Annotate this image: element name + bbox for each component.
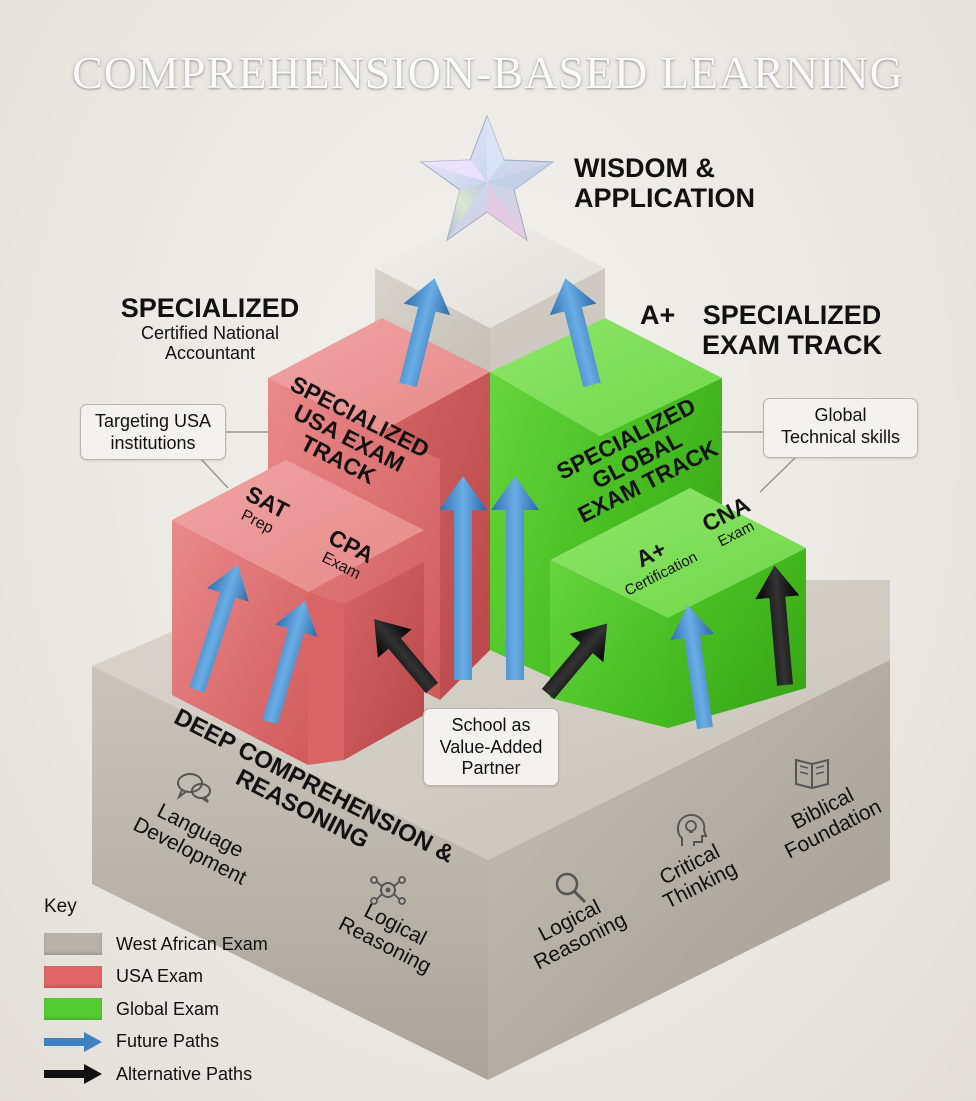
blue-arrow — [439, 476, 487, 680]
wisdom-label: WISDOM & APPLICATION — [574, 153, 755, 214]
legend-swatch-usa — [44, 965, 102, 988]
star-icon — [419, 114, 555, 242]
legend-swatch-global — [44, 998, 102, 1021]
blue-arrow — [549, 278, 601, 388]
future-path-arrows — [189, 278, 714, 730]
red-lower-front2 — [308, 592, 344, 765]
legend-item: West African Exam — [44, 928, 268, 961]
blue-arrow — [262, 600, 318, 725]
page-title: COMPREHENSION-BASED LEARNING — [72, 47, 904, 98]
black-arrow — [374, 619, 439, 694]
connector-line — [199, 457, 229, 489]
open-book-icon — [795, 758, 829, 790]
alternative-path-arrows — [374, 565, 800, 700]
legend-item: USA Exam — [44, 961, 268, 994]
legend-swatch-west-african — [44, 933, 102, 956]
global-skills-callout: Global Technical skills — [763, 398, 918, 458]
red-tower-top — [268, 318, 490, 432]
base-right-face — [488, 660, 890, 1080]
head-lightbulb-icon — [676, 814, 708, 846]
legend-item: Future Paths — [44, 1026, 268, 1059]
red-lower-side — [344, 562, 424, 760]
green-lower-front — [550, 560, 668, 728]
blue-arrow — [189, 564, 249, 693]
black-arrow-icon — [44, 1064, 102, 1085]
speech-bubbles-icon — [176, 773, 211, 803]
blue-arrow-icon — [44, 1031, 102, 1052]
black-arrow — [755, 565, 800, 686]
black-arrow — [541, 623, 608, 700]
gears-network-icon — [370, 876, 406, 905]
connector-line — [759, 457, 796, 493]
right-heading-text: SPECIALIZED EXAM TRACK — [702, 300, 882, 361]
magnifier-icon — [555, 872, 587, 904]
school-partner-callout: School as Value-Added Partner — [423, 708, 559, 786]
legend-item: Global Exam — [44, 993, 268, 1026]
legend: Key West African Exam USA Exam Global Ex… — [44, 896, 268, 1091]
legend-item: Alternative Paths — [44, 1058, 268, 1091]
blue-arrow — [670, 605, 714, 730]
usa-institutions-callout: Targeting USA institutions — [80, 404, 226, 460]
green-tower-top — [490, 318, 722, 436]
legend-title: Key — [44, 896, 77, 917]
left-heading: SPECIALIZED Certified National Accountan… — [120, 293, 300, 364]
blue-arrow — [491, 476, 539, 680]
blue-arrow — [399, 278, 451, 388]
base-front-face — [92, 666, 488, 1080]
green-lower-top — [550, 488, 806, 618]
red-lower-top — [172, 460, 424, 592]
right-heading: A+ — [640, 300, 676, 330]
